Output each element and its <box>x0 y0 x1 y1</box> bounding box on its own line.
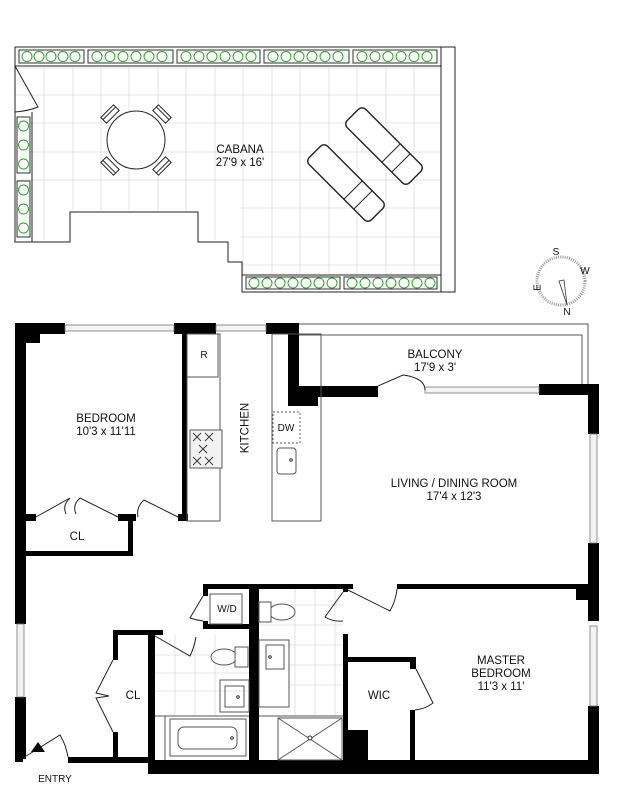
compass-n: N <box>563 307 571 318</box>
entry-arrow-icon <box>31 742 45 752</box>
living-name: LIVING / DINING ROOM <box>390 478 518 490</box>
bedroom-name: BEDROOM <box>76 413 136 425</box>
bottom-planters <box>245 276 438 290</box>
bedroom-dims: 10'3 x 11'11 <box>76 426 136 438</box>
entry-door <box>22 734 69 759</box>
master-bedroom-door <box>347 588 398 612</box>
walls <box>15 323 599 774</box>
wic-door <box>414 668 434 711</box>
kitchen-label: KITCHEN <box>239 402 252 454</box>
kitchen-counters <box>186 333 322 522</box>
laundry-label: W/D <box>217 604 237 615</box>
apartment <box>15 323 599 774</box>
compass-s: S <box>552 247 560 258</box>
master-name-line1: MASTER <box>477 655 525 667</box>
bedroom-closet-doors <box>35 497 179 518</box>
master-dims: 11'3 x 11' <box>477 681 525 693</box>
dishwasher <box>272 411 301 444</box>
hall-bathroom <box>154 635 250 760</box>
dishwasher-label: DW <box>277 423 295 434</box>
windows <box>16 324 598 707</box>
balcony-label: BALCONY 17'9 x 3' <box>408 349 463 375</box>
master-bathroom <box>258 591 344 761</box>
living-dims: 17'4 x 12'3 <box>426 491 482 503</box>
dining-table-set <box>100 104 172 176</box>
top-planters <box>18 49 438 64</box>
cabana-label: CABANA 27'9 x 16' <box>216 144 265 170</box>
cabana-terrace <box>14 46 456 293</box>
stove <box>189 429 223 469</box>
bedroom-closet-label: CL <box>69 531 85 543</box>
washer-dryer <box>209 593 243 625</box>
cabana-outline <box>14 46 456 293</box>
master-name-line2: BEDROOM <box>471 668 531 680</box>
refrigerator-label: R <box>200 350 208 361</box>
lounge-chairs <box>307 107 423 222</box>
entry-closet-doors <box>95 659 114 733</box>
wic-label: WIC <box>367 690 391 702</box>
balcony-dims: 17'9 x 3' <box>413 362 457 374</box>
cabana-dims: 27'9 x 16' <box>215 157 265 169</box>
compass-e: E <box>532 284 544 291</box>
living-label: LIVING / DINING ROOM 17'4 x 12'3 <box>391 478 518 504</box>
compass-w: W <box>580 266 590 277</box>
entry-label: ENTRY <box>38 774 72 785</box>
entry-closet-label: CL <box>125 690 141 702</box>
bedroom-label: BEDROOM 10'3 x 11'11 <box>76 413 136 439</box>
balcony-name: BALCONY <box>407 349 463 361</box>
master-bedroom-label: MASTER BEDROOM 11'3 x 11' <box>471 655 530 694</box>
kitchen-sink <box>276 447 297 475</box>
cabana-gate-door <box>14 65 39 113</box>
compass-rose <box>535 255 587 307</box>
left-planters <box>16 116 31 238</box>
cabana-name: CABANA <box>216 144 264 156</box>
balcony-door <box>377 374 426 391</box>
balcony-outline <box>298 323 589 386</box>
